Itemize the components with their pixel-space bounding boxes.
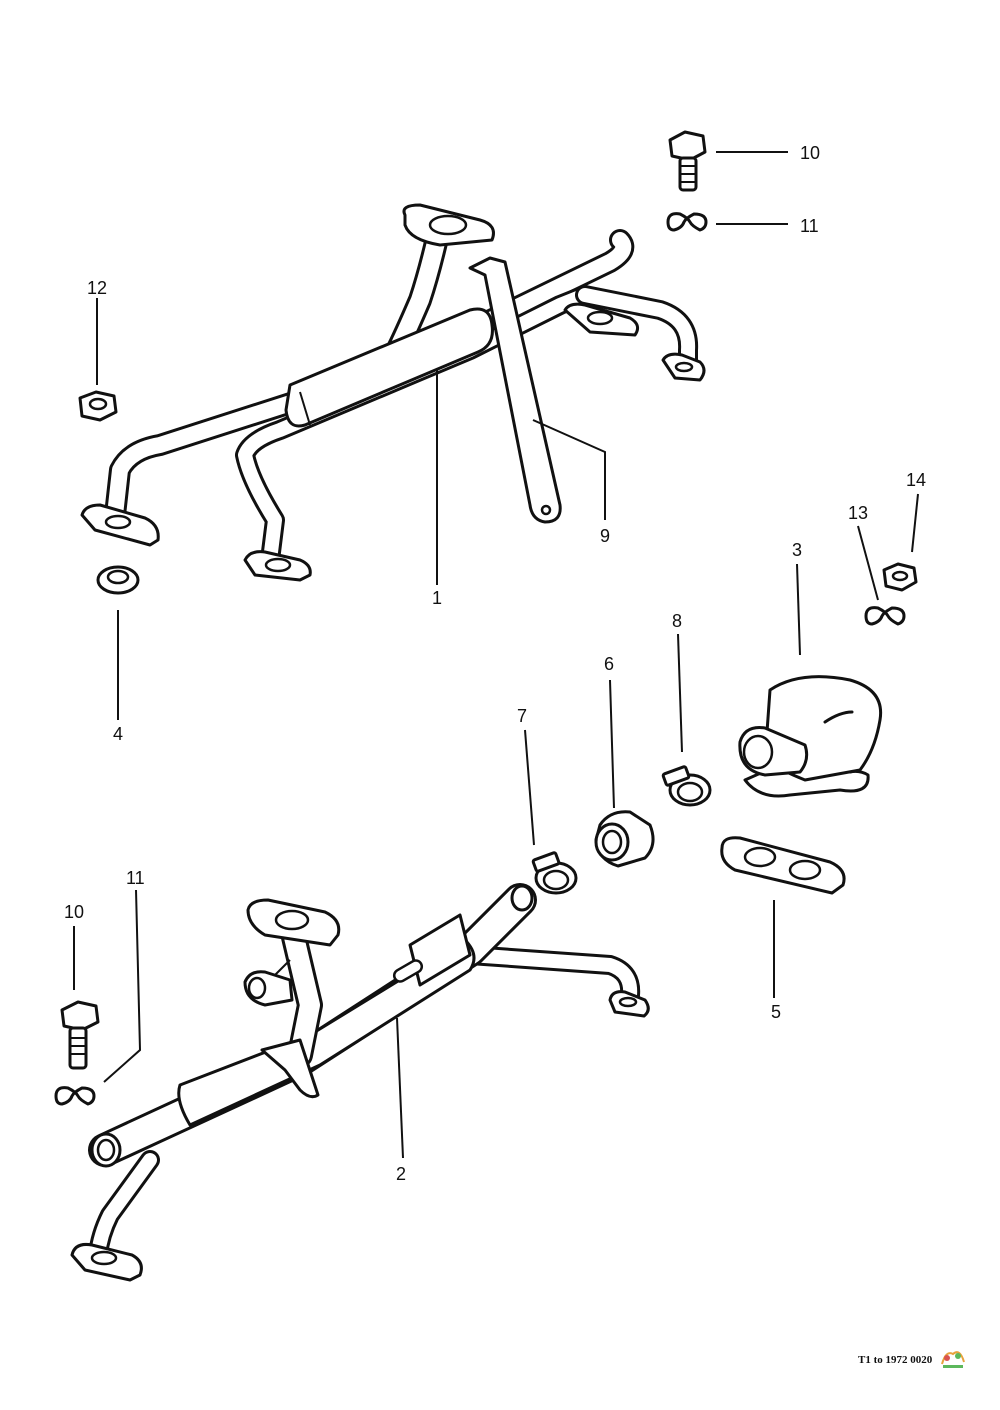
pipe-assembly-upper xyxy=(80,203,706,582)
callout-9: 9 xyxy=(600,526,610,546)
callout-10-bottom: 10 xyxy=(64,902,84,922)
callout-3: 3 xyxy=(792,540,802,560)
pipe-assembly-lower xyxy=(70,883,650,1282)
elbow-housing-3 xyxy=(738,675,883,798)
callout-8: 8 xyxy=(672,611,682,631)
callout-11-top: 11 xyxy=(800,216,819,236)
callout-12: 12 xyxy=(87,278,107,298)
gasket-ring-4 xyxy=(96,565,140,595)
callout-1: 1 xyxy=(432,588,442,608)
leader-lines xyxy=(73,151,919,1159)
hex-nut-12 xyxy=(78,390,118,422)
callout-13: 13 xyxy=(848,503,868,523)
rubber-sleeve-6 xyxy=(594,810,655,868)
callout-11-bottom: 11 xyxy=(126,868,145,888)
callout-2: 2 xyxy=(396,1164,406,1184)
bolt-10-top xyxy=(668,130,707,192)
spring-washer-13 xyxy=(864,606,906,626)
callout-5: 5 xyxy=(771,1002,781,1022)
callout-10-top: 10 xyxy=(800,143,820,163)
hose-clamp-7 xyxy=(531,851,578,895)
hose-clamp-8 xyxy=(661,765,712,807)
spring-washer-11-bottom xyxy=(54,1086,96,1106)
drawing-code: T1 to 1972 0020 xyxy=(858,1354,933,1366)
hex-nut-14 xyxy=(882,562,918,592)
spring-washer-11-top xyxy=(666,212,708,232)
publisher-logo-icon xyxy=(941,1351,965,1368)
gasket-5 xyxy=(720,836,846,895)
callout-4: 4 xyxy=(113,724,123,744)
callout-14: 14 xyxy=(906,470,926,490)
support-strap xyxy=(468,256,562,524)
bolt-10-bottom xyxy=(60,1000,100,1070)
callout-7: 7 xyxy=(517,706,527,726)
callout-6: 6 xyxy=(604,654,614,674)
callout-labels: 10 11 12 1 9 4 14 13 3 8 6 7 5 2 11 10 xyxy=(64,143,926,1184)
